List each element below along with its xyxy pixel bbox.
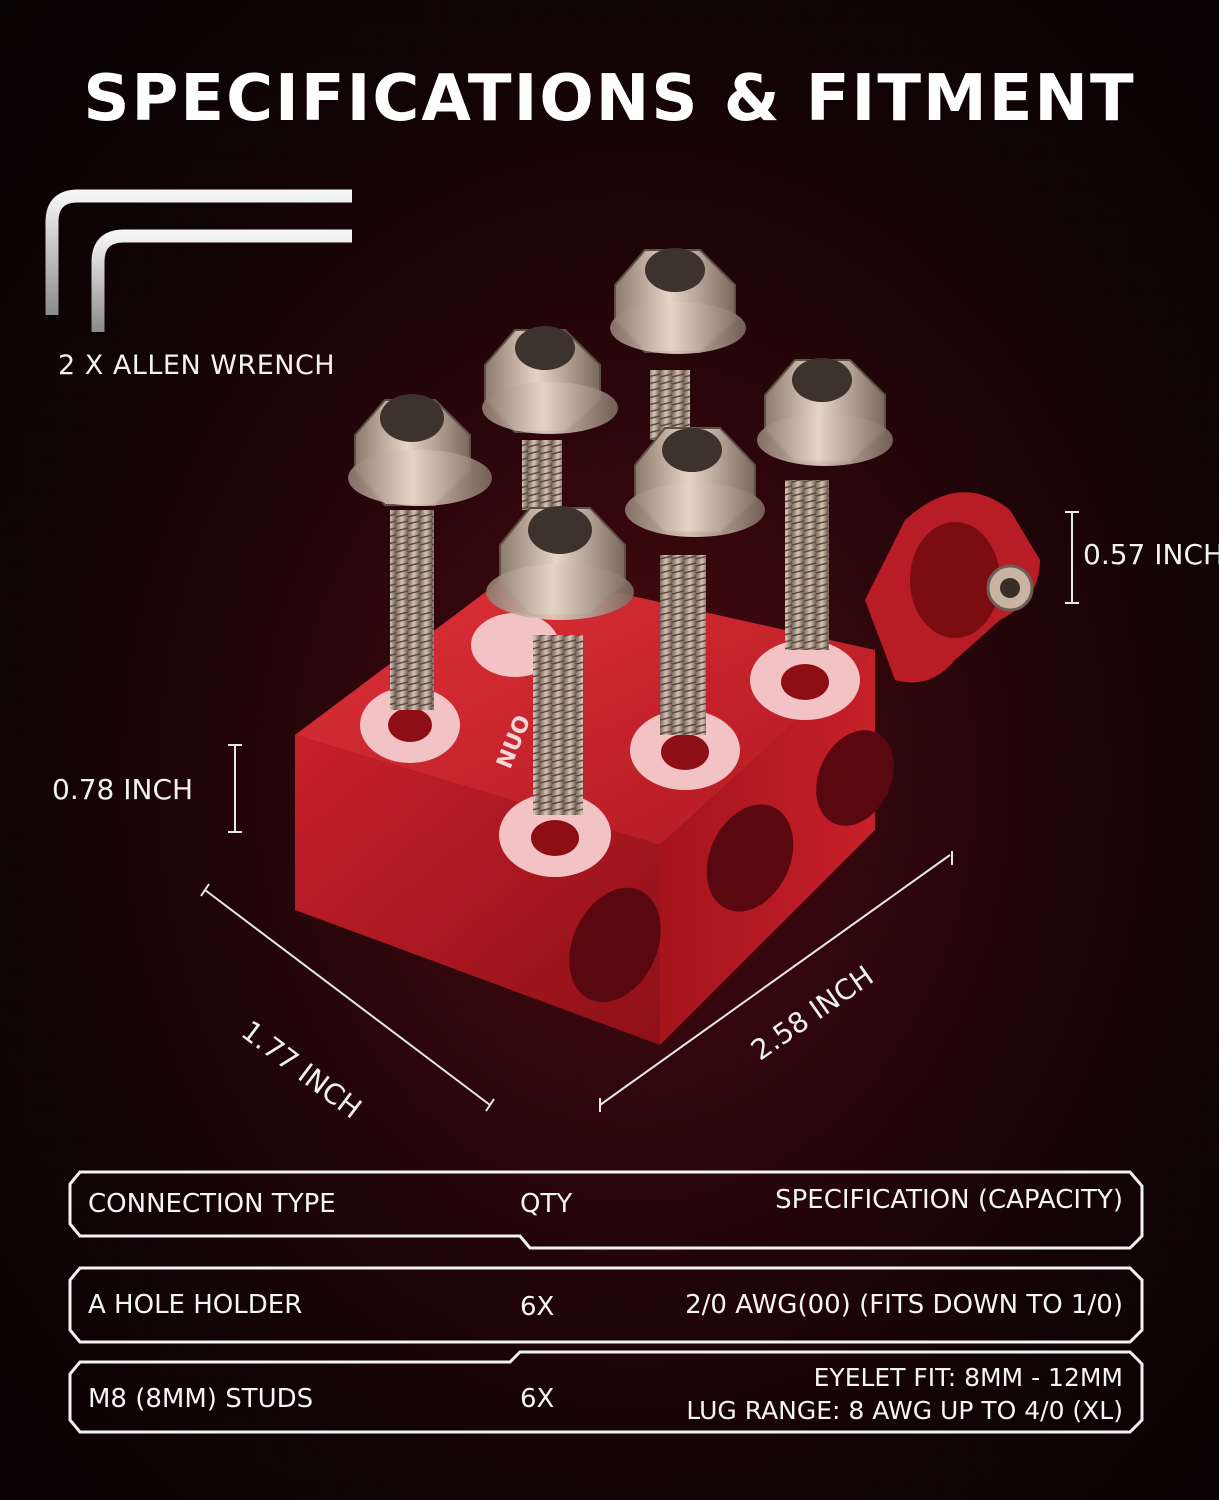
allen-wrench-icon bbox=[45, 189, 352, 332]
table-row-frame bbox=[68, 1350, 1144, 1434]
row-connection-type: M8 (8MM) STUDS bbox=[88, 1384, 314, 1414]
stud bbox=[482, 326, 618, 510]
row-qty: 6X bbox=[520, 1292, 555, 1322]
stud bbox=[625, 427, 765, 735]
terminal-block: NUO bbox=[295, 492, 1040, 1045]
header-qty: QTY bbox=[520, 1189, 573, 1219]
page-title: SPECIFICATIONS & FITMENT bbox=[83, 62, 1136, 136]
stud bbox=[348, 394, 492, 710]
table-frames bbox=[68, 1170, 1144, 1434]
row-specification: 2/0 AWG(00) (FITS DOWN TO 1/0) bbox=[685, 1290, 1123, 1320]
table-header-frame bbox=[68, 1170, 1144, 1250]
studs bbox=[348, 248, 893, 815]
row-qty: 6X bbox=[520, 1384, 555, 1414]
row-specification-line-2: LUG RANGE: 8 AWG UP TO 4/0 (XL) bbox=[686, 1396, 1123, 1425]
block-height-dimension: 0.78 INCH bbox=[52, 773, 194, 806]
row-specification-line-1: EYELET FIT: 8MM - 12MM bbox=[813, 1363, 1123, 1392]
header-connection-type: CONNECTION TYPE bbox=[88, 1189, 336, 1219]
row-connection-type: A HOLE HOLDER bbox=[88, 1290, 303, 1320]
header-specification: SPECIFICATION (CAPACITY) bbox=[775, 1185, 1123, 1215]
stud-height-dimension: 0.57 INCH bbox=[1083, 538, 1219, 571]
stud bbox=[757, 358, 893, 650]
allen-wrench-label: 2 X ALLEN WRENCH bbox=[58, 350, 336, 381]
stud bbox=[486, 506, 634, 815]
table-row-frame bbox=[68, 1266, 1144, 1344]
stud bbox=[610, 248, 746, 440]
dimension-lines bbox=[200, 511, 1079, 1112]
